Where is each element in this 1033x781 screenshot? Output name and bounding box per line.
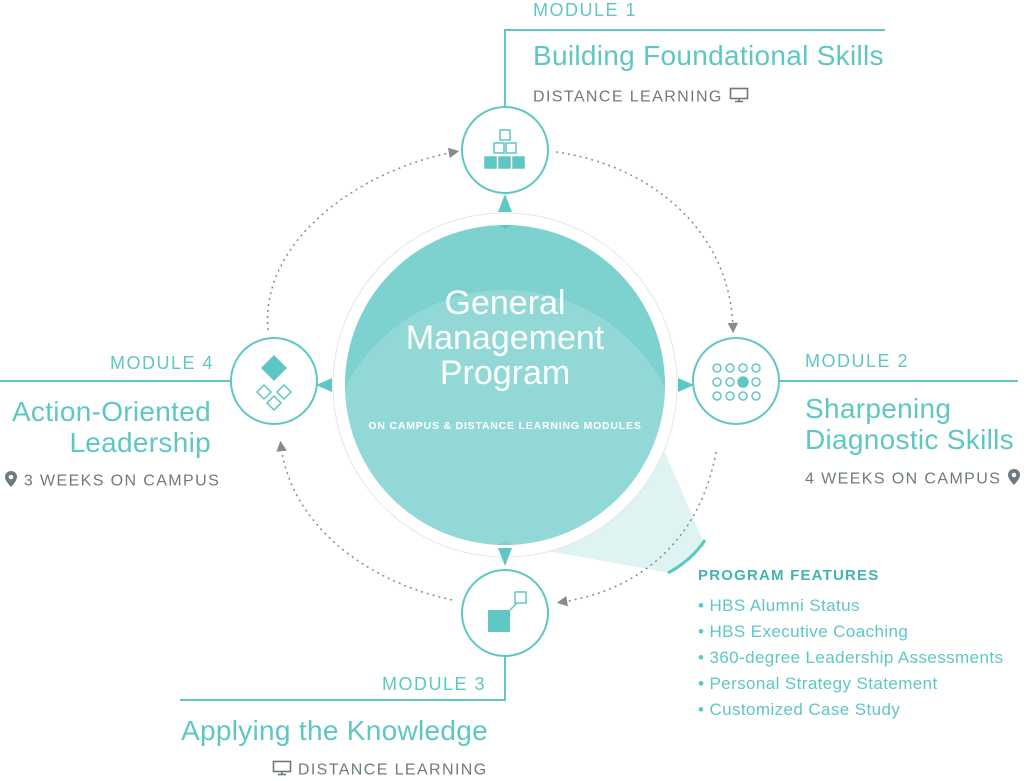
module-2-format-text: 4 WEEKS ON CAMPUS	[805, 470, 1002, 488]
module-4-format: 3 WEEKS ON CAMPUS	[4, 470, 220, 493]
leadership-diamonds-icon	[255, 355, 293, 412]
module-1-connector	[504, 29, 885, 108]
module-3-title: Applying the Knowledge	[181, 715, 489, 746]
module-3-connector	[180, 656, 506, 701]
feature-item: • HBS Alumni Status	[698, 596, 860, 615]
diagnostic-dots-icon	[712, 363, 761, 401]
module-4-node	[230, 337, 318, 425]
feature-item: • HBS Executive Coaching	[698, 622, 909, 641]
location-pin-icon	[1007, 468, 1021, 491]
monitor-icon	[272, 760, 292, 781]
pointer-module-4	[316, 378, 332, 392]
module-2-title: Sharpening Diagnostic Skills	[805, 393, 1014, 455]
apply-knowledge-icon	[488, 591, 527, 632]
building-blocks-icon	[484, 129, 525, 169]
module-4-title-line-1: Action-Oriented	[11, 396, 211, 427]
features-heading: PROGRAM FEATURES	[698, 567, 880, 584]
center-circle	[332, 212, 678, 558]
module-3-node	[461, 569, 549, 657]
cycle-arrow-3-to-4	[276, 440, 453, 601]
location-pin-icon	[4, 470, 18, 493]
feature-item: • Customized Case Study	[698, 700, 901, 719]
module-2-title-line-1: Sharpening	[805, 393, 952, 424]
features-arc	[667, 539, 707, 575]
module-4-label: MODULE 4	[110, 353, 215, 373]
module-2-label: MODULE 2	[805, 351, 910, 371]
module-2-title-line-2: Diagnostic Skills	[805, 424, 1014, 455]
module-3-label: MODULE 3	[382, 674, 487, 694]
program-title: General Management Program	[405, 284, 605, 392]
module-1-format: DISTANCE LEARNING	[533, 87, 749, 108]
cycle-arrow-1-to-2	[555, 151, 739, 334]
module-4-format-text: 3 WEEKS ON CAMPUS	[23, 472, 221, 490]
module-1-title: Building Foundational Skills	[533, 40, 884, 71]
module-1-label: MODULE 1	[533, 0, 638, 20]
pointer-module-3	[498, 548, 512, 566]
feature-item: • 360-degree Leadership Assessments	[698, 648, 1004, 667]
pointer-module-2	[678, 378, 694, 392]
module-2-node	[692, 337, 780, 425]
module-1-node	[461, 106, 549, 194]
module-3-format-text: DISTANCE LEARNING	[297, 761, 488, 779]
module-4-title: Action-Oriented Leadership	[12, 396, 211, 458]
module-4-title-line-2: Leadership	[69, 427, 211, 458]
pointer-module-1	[498, 194, 512, 212]
monitor-icon	[729, 87, 749, 108]
cycle-arrow-4-to-1	[266, 147, 460, 331]
module-1-format-text: DISTANCE LEARNING	[533, 88, 723, 106]
module-2-format: 4 WEEKS ON CAMPUS	[805, 468, 1021, 491]
module-3-format: DISTANCE LEARNING	[272, 760, 488, 781]
program-subtitle: ON CAMPUS & DISTANCE LEARNING MODULES	[368, 420, 642, 432]
feature-item: • Personal Strategy Statement	[698, 674, 938, 693]
